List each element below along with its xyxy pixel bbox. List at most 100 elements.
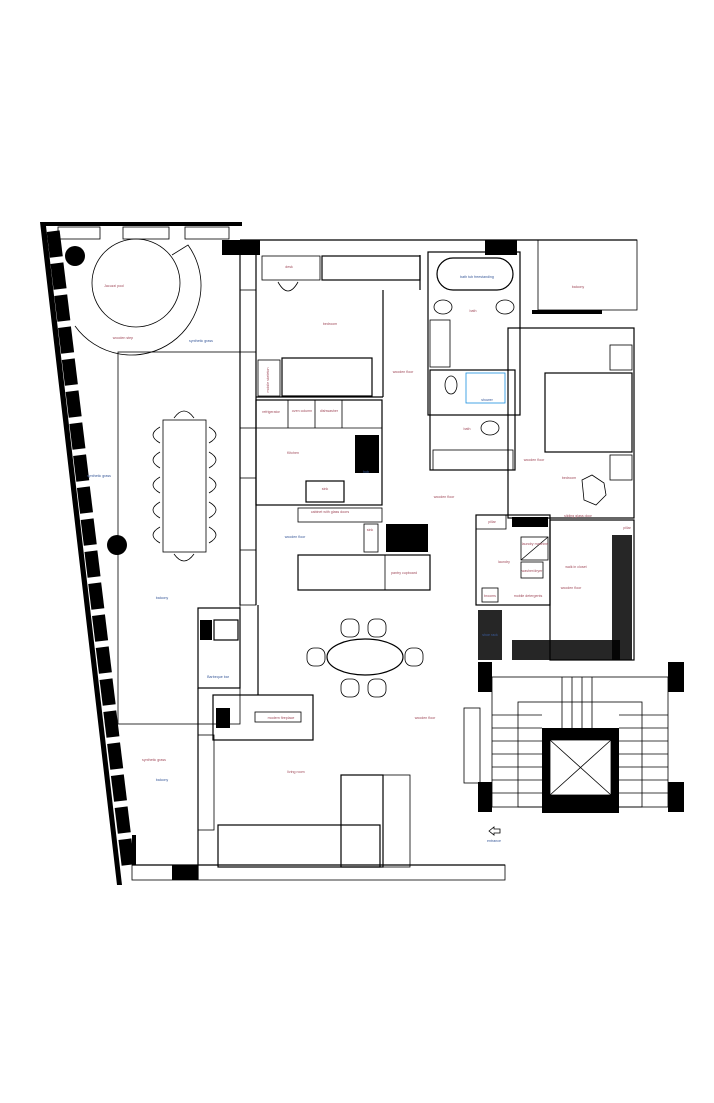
sofa-chaise	[340, 774, 384, 868]
closet-rail	[612, 535, 632, 660]
chair	[208, 526, 217, 544]
toilet	[433, 299, 453, 315]
kitchen-sink	[305, 480, 345, 503]
window	[239, 427, 257, 479]
laundry-machine	[520, 536, 549, 561]
desk-chair	[277, 281, 299, 292]
label-living: living room	[287, 770, 304, 774]
planter	[61, 358, 78, 386]
label-pantry: pantry cupboard	[391, 571, 417, 575]
label-bar-sink: sink	[367, 528, 374, 532]
label-floor: wooden floor	[415, 716, 436, 720]
chair	[152, 476, 161, 494]
label-laundry: laundry	[498, 560, 510, 564]
label-skeleton: mobile skeleton	[266, 368, 270, 393]
armchair	[581, 474, 607, 506]
wooden-step-arc	[74, 244, 202, 356]
bathroom-bottom	[429, 369, 516, 471]
chair	[173, 410, 195, 419]
barbeque-bar	[197, 607, 241, 689]
dining-chairs	[306, 618, 424, 698]
chair	[152, 451, 161, 469]
chair	[208, 426, 217, 444]
label-grass: synthetic grass	[87, 474, 111, 478]
outdoor-dining-table	[162, 419, 207, 553]
bathroom-top	[427, 251, 521, 416]
closet-rail	[478, 610, 502, 660]
meter-box	[463, 707, 481, 784]
planter-boxes	[46, 230, 135, 866]
bathtub	[436, 257, 514, 291]
shower-tray	[465, 372, 506, 404]
terrace-deck	[117, 351, 241, 725]
brooms	[481, 587, 499, 603]
bidet	[480, 420, 500, 436]
planter	[84, 550, 101, 578]
label-pillar: pillar	[488, 520, 496, 524]
nightstand	[609, 454, 633, 481]
mobile-skeleton	[257, 359, 281, 397]
window	[239, 289, 257, 353]
hob	[355, 435, 379, 473]
label-laundry-machine: laundry machine	[522, 542, 548, 546]
chair	[367, 678, 387, 698]
label-dryer: washer/dryer	[522, 569, 544, 573]
toilet	[444, 375, 458, 395]
label-floor: wooden floor	[285, 535, 306, 539]
chair	[367, 618, 387, 638]
planter	[110, 774, 127, 802]
planter	[103, 710, 120, 738]
label-grass: synthetic grass	[189, 339, 213, 343]
label-entrance: entrance	[487, 839, 501, 843]
window	[197, 734, 215, 831]
chair	[208, 451, 217, 469]
tree-pot	[107, 535, 127, 555]
sofa	[217, 824, 381, 868]
tree-pot	[65, 246, 85, 266]
window	[239, 549, 257, 606]
label-closet: walk in closet	[565, 565, 586, 569]
label-sliding-door: sliding glass door	[564, 514, 593, 518]
chair	[340, 618, 360, 638]
outdoor-chairs	[152, 410, 217, 562]
planter	[114, 806, 131, 834]
vanity	[432, 449, 514, 471]
planter	[92, 614, 109, 642]
planter	[88, 582, 105, 610]
label-jacuzzi: Jacuzzi pool	[104, 284, 124, 288]
chair	[340, 678, 360, 698]
planter	[46, 230, 63, 258]
vanity	[429, 319, 451, 368]
label-floor: wooden floor	[434, 495, 455, 499]
planter-top-3	[184, 226, 230, 240]
chair	[208, 501, 217, 519]
label-balcony: balcony	[572, 285, 585, 289]
chair	[208, 476, 217, 494]
washer-dryer	[520, 561, 544, 579]
label-hob: hob	[363, 470, 369, 474]
planter	[69, 422, 86, 450]
planter	[76, 486, 93, 514]
label-fireplace: modern fireplace	[268, 716, 295, 720]
planter	[80, 518, 97, 546]
label-grass: synthetic grass	[142, 758, 166, 762]
planter	[54, 294, 71, 322]
balcony-top-right	[537, 239, 638, 311]
label-refrigerator: refrigerator	[262, 410, 280, 414]
label-oven: oven column	[292, 409, 312, 413]
chair	[173, 553, 195, 562]
label-floor: wooden floor	[524, 458, 545, 462]
planter	[99, 678, 116, 706]
label-bar: Barbeque bar	[207, 675, 230, 679]
label-bath: bath	[470, 309, 477, 313]
label-detergents: mobile detergents	[514, 594, 543, 598]
master-bedroom	[507, 327, 635, 519]
planter	[73, 454, 90, 482]
jacuzzi-pool	[91, 238, 181, 328]
closet-rail	[512, 640, 620, 660]
label-floor: wooden floor	[393, 370, 414, 374]
planter	[65, 390, 82, 418]
kitchen	[255, 399, 383, 506]
label-desk: desk	[285, 265, 293, 269]
